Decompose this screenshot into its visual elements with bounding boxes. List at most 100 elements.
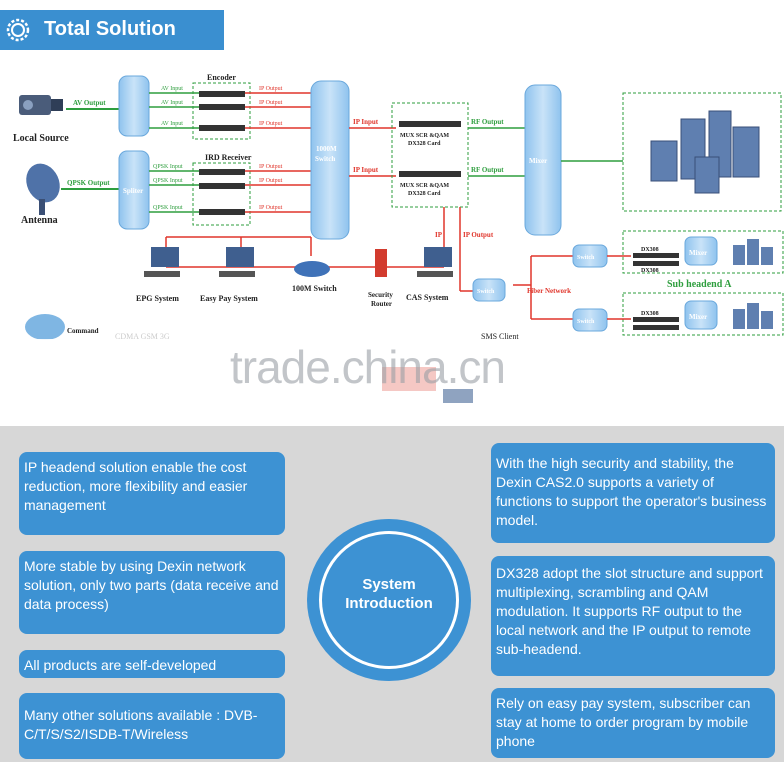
feature-box-right-1: With the high security and stability, th…: [491, 443, 775, 543]
mixer-main-label: Mixer: [529, 157, 547, 165]
camera-icon: [19, 95, 63, 115]
command-label: Command: [67, 327, 99, 335]
av-splitter-pillar: [118, 75, 150, 137]
switch-center: [472, 278, 506, 302]
gear-ring-icon: [6, 18, 30, 42]
city-buildings-icon: [650, 110, 760, 194]
feature-box-left-2: More stable by using Dexin network solut…: [19, 551, 285, 634]
easy-pay-system-label: Easy Pay System: [200, 294, 258, 303]
satellite-dish-icon: [26, 163, 60, 215]
encoder-unit-2: [199, 104, 245, 110]
feature-box-right-3: Rely on easy pay system, subscriber can …: [491, 688, 775, 758]
dx308-unit-3: [633, 317, 679, 322]
ip-label: IP: [435, 231, 443, 239]
switch-1000m-label-2: Switch: [315, 155, 335, 163]
encoder-label: Encoder: [207, 73, 236, 82]
ip-output-label-4: IP Output: [259, 164, 283, 170]
ird-unit-1: [199, 169, 245, 175]
switch-100m-icon: [294, 261, 330, 277]
mixer-sub-a: [684, 300, 718, 330]
header-ribbon: [0, 10, 224, 50]
ird-unit-2: [199, 183, 245, 189]
ip-output-label-1: IP Output: [259, 86, 283, 92]
ip-output-label-5: IP Output: [259, 178, 283, 184]
qpsk-output-label: QPSK Output: [67, 179, 110, 187]
watermark-text: trade.china.cn: [230, 341, 506, 393]
mixer-sub-1-label: Mixer: [689, 249, 707, 257]
ip-output-lines: [245, 92, 311, 213]
encoder-unit-3: [199, 125, 245, 131]
mux-card-1: [399, 121, 461, 127]
city-small-icon-2: [733, 303, 773, 329]
easy-pay-computer-icon: [219, 247, 255, 277]
dx308-label-3: DX308: [641, 311, 659, 317]
switch-1000m: [310, 80, 350, 240]
mux-card-2-line1: MUX SCR &QAM: [400, 183, 449, 189]
epg-computer-icon: [144, 247, 180, 277]
switch-sub-2-label: Switch: [577, 319, 595, 325]
ip-output-label-3: IP Output: [259, 121, 283, 127]
epg-system-label: EPG System: [136, 294, 179, 303]
qpsk-input-label-2: QPSK Input: [153, 178, 183, 184]
sub-headend-a-group: [622, 292, 784, 336]
local-source-label: Local Source: [13, 133, 69, 144]
mux-card-2-line2: DX328 Card: [408, 191, 441, 197]
city-group: [622, 92, 782, 212]
mux-card-2: [399, 171, 461, 177]
feature-box-left-4: Many other solutions available : DVB-C/T…: [19, 693, 285, 759]
system-introduction-ring: [319, 531, 459, 669]
dx308-label-2: DX308: [641, 268, 659, 274]
ird-receiver-label: IRD Receiver: [205, 153, 252, 162]
switch-1000m-label-1: 1000M: [316, 145, 337, 153]
firewall-icon: [375, 249, 387, 277]
encoder-group: [192, 82, 251, 140]
ip-output-label-2: IP Output: [259, 100, 283, 106]
spliter-label: Spliter: [123, 187, 143, 195]
security-router-label-2: Router: [371, 300, 392, 308]
cas-system-label: CAS System: [406, 293, 449, 302]
antenna-label: Antenna: [21, 215, 58, 226]
feature-box-left-3: All products are self-developed: [19, 650, 285, 678]
switch-100m-label: 100M Switch: [292, 284, 337, 293]
feature-box-right-2: DX328 adopt the slot structure and suppo…: [491, 556, 775, 676]
rf-output-label-1: RF Output: [471, 118, 504, 126]
sms-client-label: SMS Client: [481, 332, 519, 341]
fiber-network-label: Fiber Network: [527, 287, 571, 295]
ird-unit-3: [199, 209, 245, 215]
qpsk-input-label-1: QPSK Input: [153, 164, 183, 170]
dx308-unit-2: [633, 261, 679, 266]
dx308-unit-4: [633, 325, 679, 330]
av-input-label-3: AV Input: [161, 121, 183, 127]
section-title: Total Solution: [44, 18, 176, 40]
switch-sub-1-label: Switch: [577, 255, 595, 261]
ird-group: [192, 162, 251, 226]
ip-input-label-2: IP Input: [353, 166, 379, 174]
ip-output-vertical-label: IP Output: [463, 231, 494, 239]
mixer-sub-a-label: Mixer: [689, 313, 707, 321]
sub-headend-a-label: Sub headend A: [667, 279, 732, 290]
security-router-label-1: Security: [368, 291, 393, 299]
ip-input-label-1: IP Input: [353, 118, 379, 126]
encoder-unit-1: [199, 91, 245, 97]
av-input-label-2: AV Input: [161, 100, 183, 106]
diagram-canvas: Local Source Antenna AV Output QPSK Outp…: [11, 73, 784, 403]
dx308-unit-1: [633, 253, 679, 258]
sub-headend-1-group: [622, 230, 784, 274]
av-output-label: AV Output: [73, 99, 106, 107]
rf-output-label-2: RF Output: [471, 166, 504, 174]
mixer-sub-1: [684, 236, 718, 266]
network-diagram: Local Source Antenna AV Output QPSK Outp…: [11, 71, 784, 408]
dx308-label-1: DX308: [641, 247, 659, 253]
switch-center-label: Switch: [477, 289, 495, 295]
mixer-main: [524, 84, 562, 236]
system-introduction-label: System Introduction: [319, 575, 459, 613]
city-small-icon-1: [733, 239, 773, 265]
watermark-red-block: [382, 367, 436, 391]
system-introduction-line2: Introduction: [345, 595, 433, 612]
mux-card-1-line2: DX328 Card: [408, 141, 441, 147]
ip-output-label-6: IP Output: [259, 205, 283, 211]
feature-box-left-1: IP headend solution enable the cost redu…: [19, 452, 285, 535]
cas-computer-icon: [417, 247, 453, 277]
system-introduction-line1: System: [362, 576, 416, 593]
mux-group: [391, 102, 469, 208]
